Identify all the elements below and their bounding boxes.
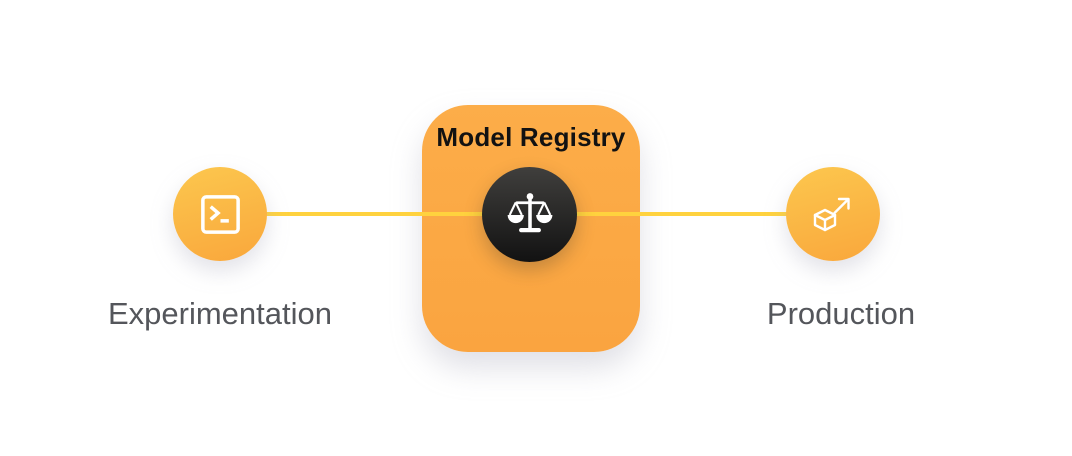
experimentation-node [173, 167, 267, 261]
production-label: Production [766, 296, 916, 331]
scales-icon [505, 190, 555, 240]
terminal-icon [197, 191, 244, 238]
staging-node [482, 167, 577, 262]
experimentation-label: Experimentation [107, 296, 333, 331]
model-registry-title: Model Registry [436, 122, 626, 152]
cube-arrow-icon [809, 190, 857, 238]
production-node [786, 167, 880, 261]
